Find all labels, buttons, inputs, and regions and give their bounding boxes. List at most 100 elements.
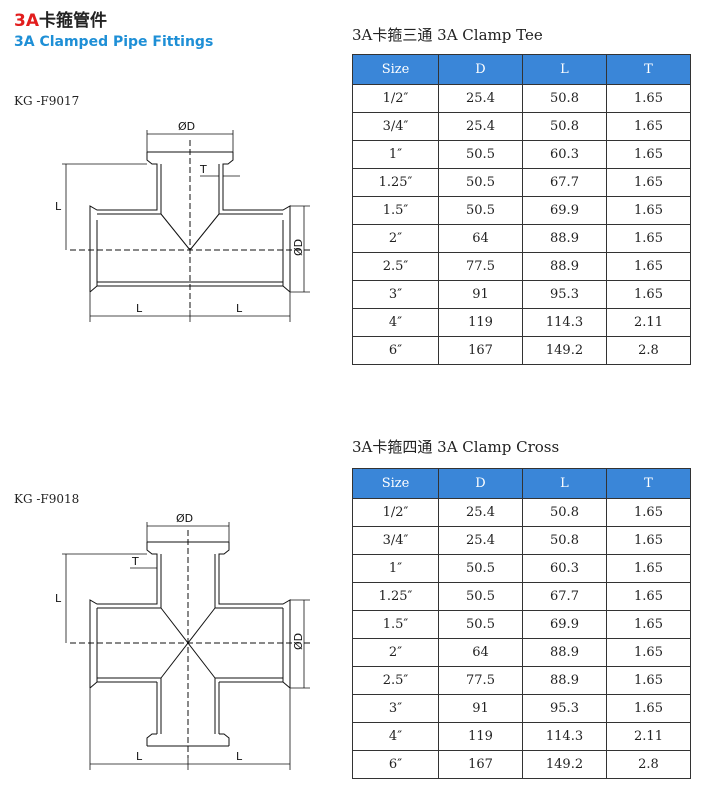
cross-model-code: KG -F9018	[14, 492, 80, 506]
table-cell: 1.5″	[352, 196, 439, 225]
table-cell: 60.3	[522, 140, 607, 169]
tee-model-code: KG -F9017	[14, 94, 80, 108]
title-cn-part: 卡箍管件	[39, 11, 107, 31]
cross-dim-d-top: ØD	[176, 512, 193, 525]
cross-table-title: 3A卡箍四通 3A Clamp Cross	[352, 438, 560, 456]
tee-dim-t: T	[199, 163, 207, 176]
cross-dim-d-right: ØD	[292, 633, 305, 650]
table-cell: 50.5	[438, 168, 523, 197]
table-cell: 50.5	[438, 554, 523, 583]
cross-drawing: ØD T L L L ØD	[55, 512, 310, 770]
table-cell: 1/2″	[352, 84, 439, 113]
table-cell: 1.65	[606, 694, 691, 723]
table-cell: 50.8	[522, 498, 607, 527]
table-cell: 50.5	[438, 610, 523, 639]
cross-dim-l-right: L	[236, 750, 243, 763]
tee-dim-d-top: ØD	[178, 120, 195, 133]
cross-col-header-size: Size	[352, 468, 439, 499]
table-cell: 167	[438, 750, 523, 779]
table-cell: 88.9	[522, 224, 607, 253]
cross-dim-l-left: L	[136, 750, 143, 763]
table-cell: 1.65	[606, 666, 691, 695]
table-cell: 1.65	[606, 196, 691, 225]
table-cell: 1.65	[606, 252, 691, 281]
table-cell: 119	[438, 308, 523, 337]
table-cell: 1.65	[606, 224, 691, 253]
table-cell: 1.65	[606, 140, 691, 169]
table-cell: 119	[438, 722, 523, 751]
tee-col-header-d: D	[438, 54, 523, 85]
table-cell: 50.5	[438, 196, 523, 225]
table-cell: 2″	[352, 224, 439, 253]
table-cell: 1.65	[606, 638, 691, 667]
table-cell: 25.4	[438, 526, 523, 555]
table-cell: 1.25″	[352, 582, 439, 611]
cross-col-header-t: T	[606, 468, 691, 499]
table-cell: 2″	[352, 638, 439, 667]
table-cell: 1.65	[606, 280, 691, 309]
tee-col-header-size: Size	[352, 54, 439, 85]
table-cell: 67.7	[522, 582, 607, 611]
table-cell: 95.3	[522, 694, 607, 723]
table-cell: 1″	[352, 140, 439, 169]
tee-dim-l-left: L	[136, 302, 143, 315]
table-cell: 3″	[352, 694, 439, 723]
table-cell: 167	[438, 336, 523, 365]
cross-dim-t: T	[131, 555, 139, 568]
page-subtitle: 3A Clamped Pipe Fittings	[14, 34, 214, 50]
table-cell: 1.65	[606, 84, 691, 113]
table-cell: 50.5	[438, 582, 523, 611]
cross-col-header-l: L	[522, 468, 607, 499]
table-cell: 4″	[352, 308, 439, 337]
tee-col-header-t: T	[606, 54, 691, 85]
table-cell: 95.3	[522, 280, 607, 309]
table-cell: 1.65	[606, 526, 691, 555]
table-cell: 25.4	[438, 84, 523, 113]
table-cell: 6″	[352, 336, 439, 365]
table-cell: 1.65	[606, 112, 691, 141]
table-cell: 50.8	[522, 112, 607, 141]
table-cell: 1.65	[606, 610, 691, 639]
table-cell: 3/4″	[352, 526, 439, 555]
table-cell: 2.8	[606, 750, 691, 779]
table-cell: 77.5	[438, 666, 523, 695]
table-cell: 149.2	[522, 750, 607, 779]
table-cell: 2.8	[606, 336, 691, 365]
table-cell: 6″	[352, 750, 439, 779]
tee-dim-l-right: L	[236, 302, 243, 315]
tee-dim-d-right: ØD	[292, 239, 305, 256]
table-cell: 1.65	[606, 582, 691, 611]
table-cell: 2.5″	[352, 666, 439, 695]
table-cell: 88.9	[522, 638, 607, 667]
table-cell: 64	[438, 224, 523, 253]
table-cell: 60.3	[522, 554, 607, 583]
tee-col-header-l: L	[522, 54, 607, 85]
table-cell: 1.65	[606, 554, 691, 583]
tee-dim-l-vertical: L	[55, 200, 62, 213]
table-cell: 91	[438, 694, 523, 723]
table-cell: 1/2″	[352, 498, 439, 527]
table-cell: 25.4	[438, 498, 523, 527]
table-cell: 88.9	[522, 252, 607, 281]
table-cell: 114.3	[522, 308, 607, 337]
